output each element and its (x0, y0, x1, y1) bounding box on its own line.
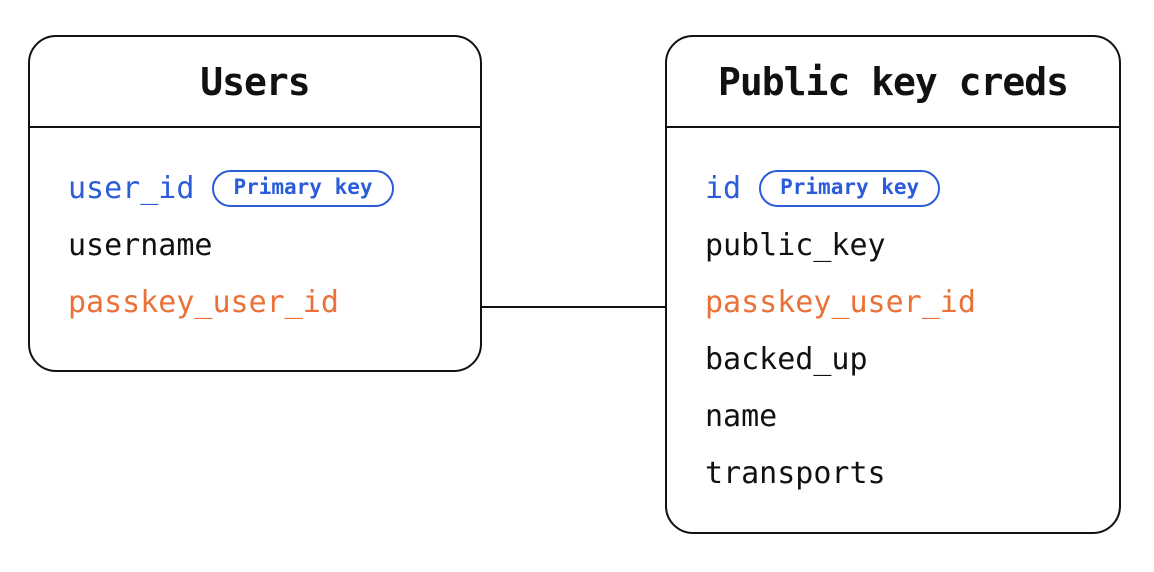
table-row: username (68, 217, 460, 274)
table-row: passkey_user_id (705, 274, 1099, 331)
table-public-key-creds: Public key creds id Primary key public_k… (665, 35, 1121, 534)
relationship-line (480, 306, 667, 308)
table-row: user_id Primary key (68, 160, 460, 217)
field-user-id: user_id (68, 171, 195, 206)
field-transports: transports (705, 456, 886, 491)
field-public-key: public_key (705, 228, 886, 263)
table-public-key-creds-header: Public key creds (667, 37, 1119, 128)
table-public-key-creds-title: Public key creds (717, 59, 1069, 104)
field-username: username (68, 228, 213, 263)
table-row: transports (705, 445, 1099, 502)
table-users-header: Users (30, 37, 480, 128)
primary-key-badge: Primary key (212, 170, 394, 207)
primary-key-badge: Primary key (759, 170, 941, 207)
table-row: passkey_user_id (68, 274, 460, 331)
table-public-key-creds-body: id Primary key public_key passkey_user_i… (667, 128, 1119, 502)
field-passkey-user-id: passkey_user_id (68, 285, 339, 320)
field-passkey-user-id: passkey_user_id (705, 285, 976, 320)
table-row: name (705, 388, 1099, 445)
table-row: id Primary key (705, 160, 1099, 217)
table-users-title: Users (200, 59, 310, 104)
table-row: backed_up (705, 331, 1099, 388)
table-users: Users user_id Primary key username passk… (28, 35, 482, 372)
table-users-body: user_id Primary key username passkey_use… (30, 128, 480, 331)
field-name: name (705, 399, 778, 434)
field-id: id (705, 171, 742, 206)
field-backed-up: backed_up (705, 342, 868, 377)
table-row: public_key (705, 217, 1099, 274)
